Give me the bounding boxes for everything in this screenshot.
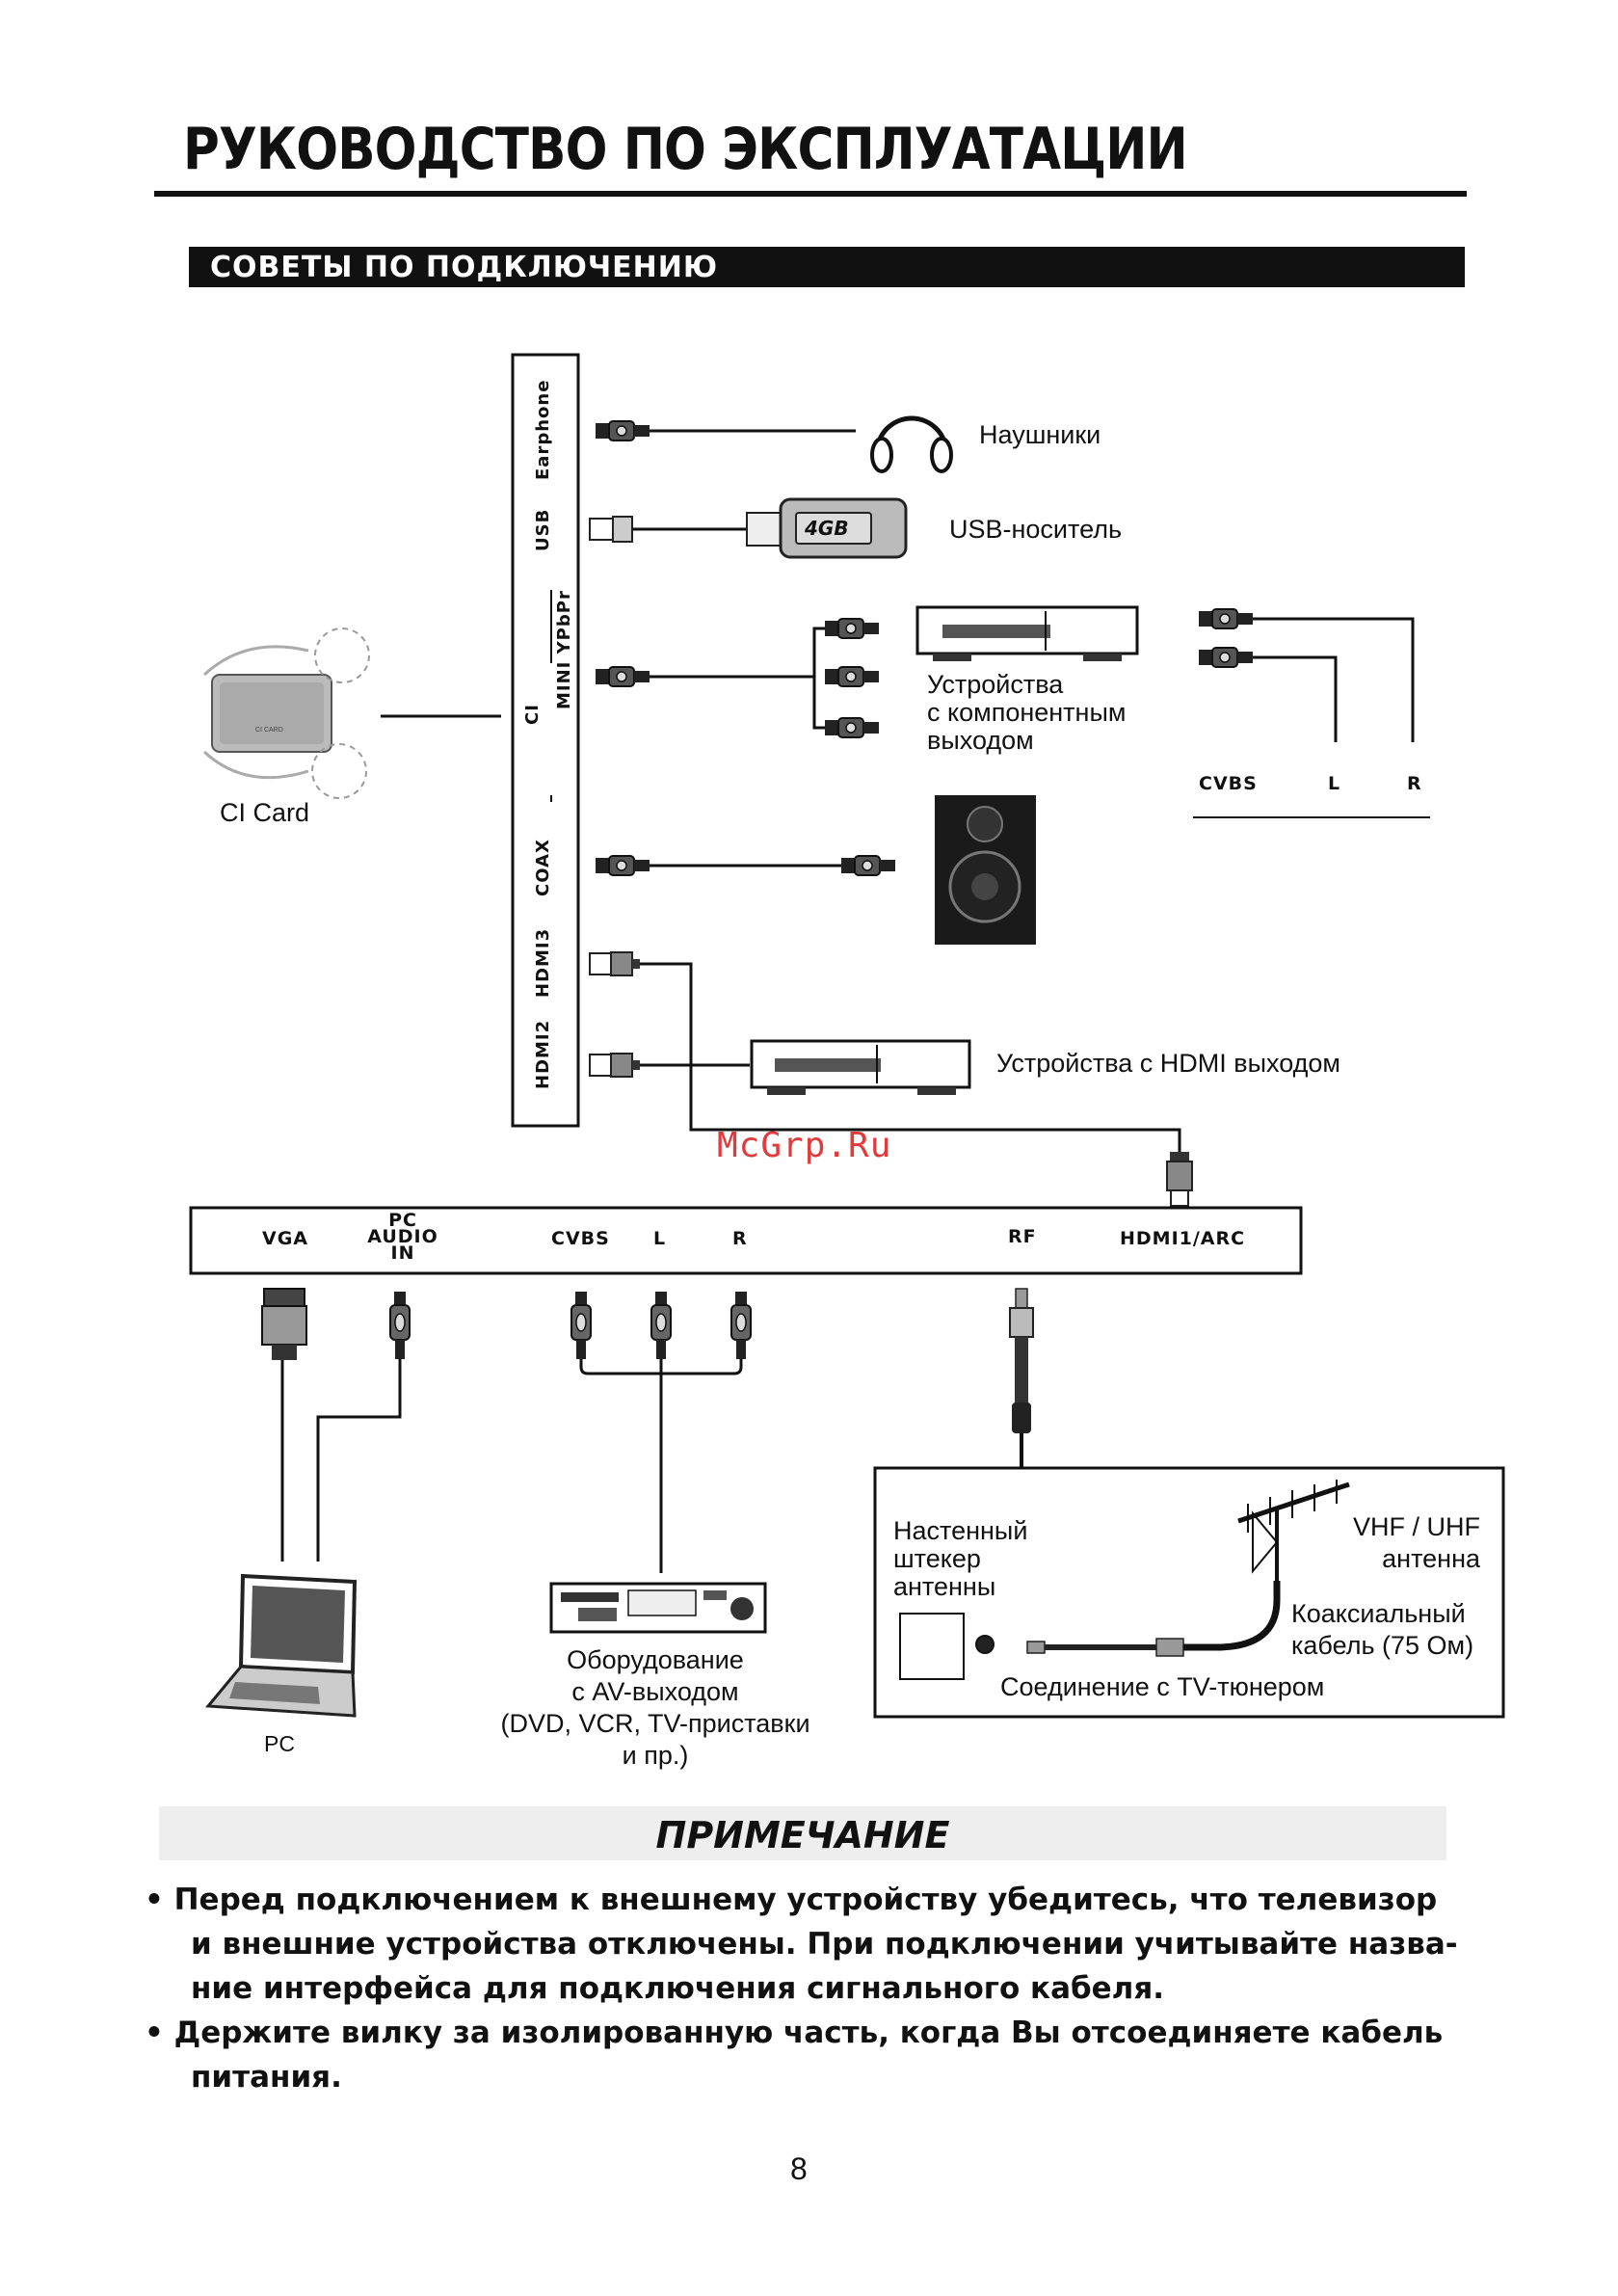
port-hdmi2-label: HDMI2 [533, 1019, 553, 1089]
port-ci-label: CI [522, 704, 543, 725]
port-hdmi3-label: HDMI3 [533, 927, 553, 998]
port-rf-label: RF [1008, 1226, 1037, 1247]
port-pc-audio-label: PC AUDIO IN [367, 1210, 438, 1264]
section-title: СОВЕТЫ ПО ПОДКЛЮЧЕНИЮ [210, 251, 719, 284]
watermark: McGrp.Ru [717, 1126, 892, 1165]
port-ypbpr-label: MINI YPbPr [554, 590, 574, 709]
note-bullet-1-line-2: и внешние устройства отключены. При подк… [191, 1927, 1458, 1962]
rf-plug-icon [1009, 1288, 1034, 1433]
component-device-icon [915, 605, 1139, 661]
wall-socket-icon [899, 1613, 965, 1680]
coax-cable-label: Коаксиальный кабель (75 Ом) [1291, 1599, 1474, 1660]
headphones-label: Наушники [979, 420, 1101, 449]
title-rule [154, 191, 1467, 197]
port-coax-label: COAX [533, 839, 553, 896]
hdmi1-plug-icon [1166, 1152, 1193, 1207]
port-usb-label: USB [533, 508, 553, 551]
note-header: ПРИМЕЧАНИЕ [159, 1806, 1446, 1860]
antenna-box [873, 1466, 1505, 1719]
usb-stick-icon [746, 497, 908, 559]
note-title: ПРИМЕЧАНИЕ [655, 1814, 950, 1856]
page-number: 8 [790, 2151, 808, 2186]
hdmi-device-label: Устройства с HDMI выходом [996, 1049, 1340, 1078]
ci-card-icon [202, 627, 370, 799]
usb-port-icon [589, 516, 633, 543]
side-panel [511, 353, 580, 1128]
wall-socket-label: Настенный штекер антенны [893, 1516, 1028, 1601]
laptop-icon [204, 1573, 358, 1718]
note-bullet-1-line-1: • Перед подключением к внешнему устройст… [145, 1882, 1438, 1917]
ci-card-label: CI Card [220, 798, 310, 827]
av-device-label: Оборудование с AV-выходом (DVD, VCR, TV-… [500, 1645, 810, 1770]
ci-card-text: CI CARD [255, 727, 283, 734]
section-header: СОВЕТЫ ПО ПОДКЛЮЧЕНИЮ [189, 247, 1465, 287]
hdmi-device-icon [750, 1039, 971, 1095]
bottom-panel [189, 1206, 1303, 1275]
port-hdmi1-label: HDMI1/ARC [1120, 1228, 1246, 1249]
av-device-icon [549, 1582, 767, 1634]
note-bullet-1-line-3: ние интерфейса для подключения сигнально… [191, 1971, 1165, 2006]
speaker-icon [935, 795, 1036, 945]
port-l-label: L [653, 1228, 667, 1249]
usb-label: USB-носитель [949, 515, 1123, 544]
component-label: Устройства с компонентным выходом [927, 670, 1127, 755]
cvbs-legend-cvbs: CVBS [1199, 773, 1258, 794]
vga-plug-icon [261, 1288, 307, 1360]
port-r-label: R [732, 1228, 748, 1249]
port-vga-label: VGA [262, 1228, 309, 1249]
coax-cable-icon [1026, 1581, 1281, 1657]
page-title: РУКОВОДСТВО ПО ЭКСПЛУАТАЦИИ [183, 116, 1188, 183]
pc-label: PC [264, 1731, 295, 1756]
note-bullet-2-line-2: питания. [191, 2060, 342, 2095]
antenna-icon [1237, 1480, 1350, 1581]
note-bullet-2-line-1: • Держите вилку за изолированную часть, … [145, 2016, 1444, 2050]
antenna-label: VHF / UHF антенна [1353, 1512, 1480, 1573]
headphones-icon [870, 415, 953, 473]
usb-capacity-label: 4GB [805, 517, 849, 540]
port-cvbs-label: CVBS [551, 1228, 610, 1249]
cvbs-legend-l: L [1328, 773, 1341, 794]
port-earphone-label: Earphone [533, 379, 553, 480]
cvbs-legend-r: R [1407, 773, 1422, 794]
tuner-label: Соединение с TV-тюнером [1000, 1672, 1325, 1701]
